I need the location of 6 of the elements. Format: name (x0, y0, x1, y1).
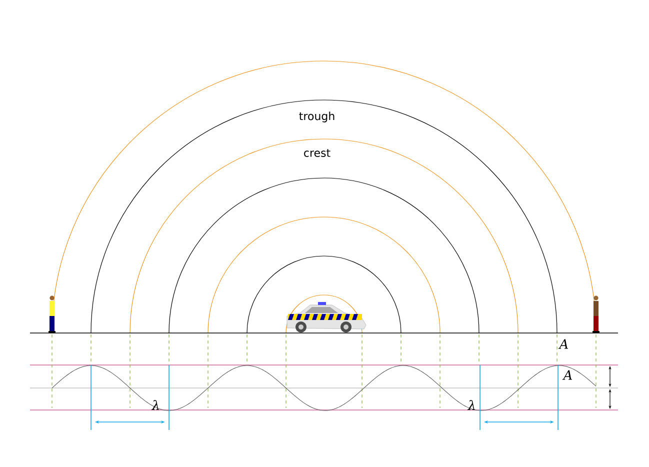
wavelength-label: λ (151, 400, 159, 410)
amplitude-label: A (562, 370, 572, 380)
wave-label: crest (304, 149, 330, 157)
wave-label: trough (299, 112, 334, 122)
wavelength-label: λ (467, 400, 475, 410)
amplitude-label: A (558, 339, 568, 349)
